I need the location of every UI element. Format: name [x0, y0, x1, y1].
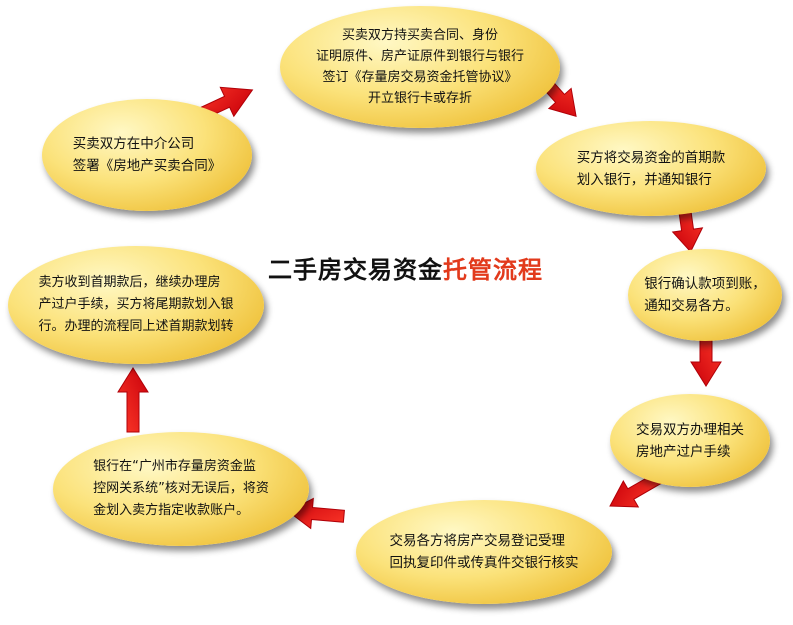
title-part-2: 托管流程	[443, 256, 543, 284]
step-3-text: 买方将交易资金的首期款 划入银行，并通知银行	[577, 147, 726, 191]
step-1-text: 买卖双方在中介公司 签署《房地产买卖合同》	[73, 133, 222, 177]
step-8-line-3: 行。办理的流程同上述首期款划转	[38, 319, 234, 334]
step-3-node: 买方将交易资金的首期款 划入银行，并通知银行	[536, 121, 766, 216]
step-8-line-2: 产过户手续，买方将尾期款划入银	[38, 297, 234, 312]
step-1-line-2: 签署《房地产买卖合同》	[72, 158, 222, 174]
step-5-line-1: 交易双方办理相关	[636, 421, 744, 438]
step-7-line-3: 金划入卖方指定收款账户。	[93, 503, 250, 518]
diagram-title: 二手房交易资金托管流程	[268, 250, 598, 285]
step-7-node: 银行在“广州市存量房资金监 控网关系统”核对无误后，将资 金划入卖方指定收款账户…	[53, 432, 309, 546]
step-2-node: 买卖双方持买卖合同、身份 证明原件、房产证原件到银行与银行 签订《存量房交易资金…	[280, 6, 560, 128]
step-8-text: 卖方收到首期款后，继续办理房 产过户手续，买方将尾期款划入银 行。办理的流程同上…	[38, 272, 233, 338]
step-5-text: 交易双方办理相关 房地产过户手续	[636, 419, 744, 463]
step-3-line-1: 买方将交易资金的首期款	[576, 149, 726, 166]
step-8-node: 卖方收到首期款后，继续办理房 产过户手续，买方将尾期款划入银 行。办理的流程同上…	[8, 246, 264, 364]
step-4-text: 银行确认款项到账， 通知交易各方。	[644, 273, 766, 317]
step-7-line-2: 控网关系统”核对无误后，将资	[93, 481, 269, 496]
step-6-text: 交易各方将房产交易登记受理 回执复印件或传真件交银行核实	[390, 530, 579, 574]
title-part-1: 二手房交易资金	[268, 256, 443, 284]
step-4-line-1: 银行确认款项到账，	[644, 276, 766, 292]
step-6-node: 交易各方将房产交易登记受理 回执复印件或传真件交银行核实	[356, 500, 612, 604]
arrow-7-to-8	[117, 367, 149, 433]
step-8-line-1: 卖方收到首期款后，继续办理房	[38, 275, 221, 290]
step-2-line-1: 买卖双方持买卖合同、身份	[341, 28, 498, 43]
step-4-line-2: 通知交易各方。	[644, 298, 739, 314]
step-5-line-2: 房地产过户手续	[636, 443, 731, 460]
step-2-text: 买卖双方持买卖合同、身份 证明原件、房产证原件到银行与银行 签订《存量房交易资金…	[316, 25, 524, 109]
step-2-line-4: 开立银行卡或存折	[367, 91, 472, 106]
step-2-line-3: 签订《存量房交易资金托管协议》	[322, 70, 518, 85]
step-6-line-2: 回执复印件或传真件交银行核实	[389, 555, 579, 571]
step-6-line-1: 交易各方将房产交易登记受理	[389, 533, 566, 549]
step-1-line-1: 买卖双方在中介公司	[72, 136, 195, 152]
step-3-line-2: 划入银行，并通知银行	[576, 171, 712, 188]
step-5-node: 交易双方办理相关 房地产过户手续	[610, 394, 770, 487]
step-7-line-1: 银行在“广州市存量房资金监	[93, 459, 256, 474]
step-2-line-2: 证明原件、房产证原件到银行与银行	[315, 49, 524, 64]
step-4-node: 银行确认款项到账， 通知交易各方。	[628, 249, 782, 341]
step-1-node: 买卖双方在中介公司 签署《房地产买卖合同》	[42, 99, 252, 211]
step-7-text: 银行在“广州市存量房资金监 控网关系统”核对无误后，将资 金划入卖方指定收款账户…	[93, 456, 269, 522]
